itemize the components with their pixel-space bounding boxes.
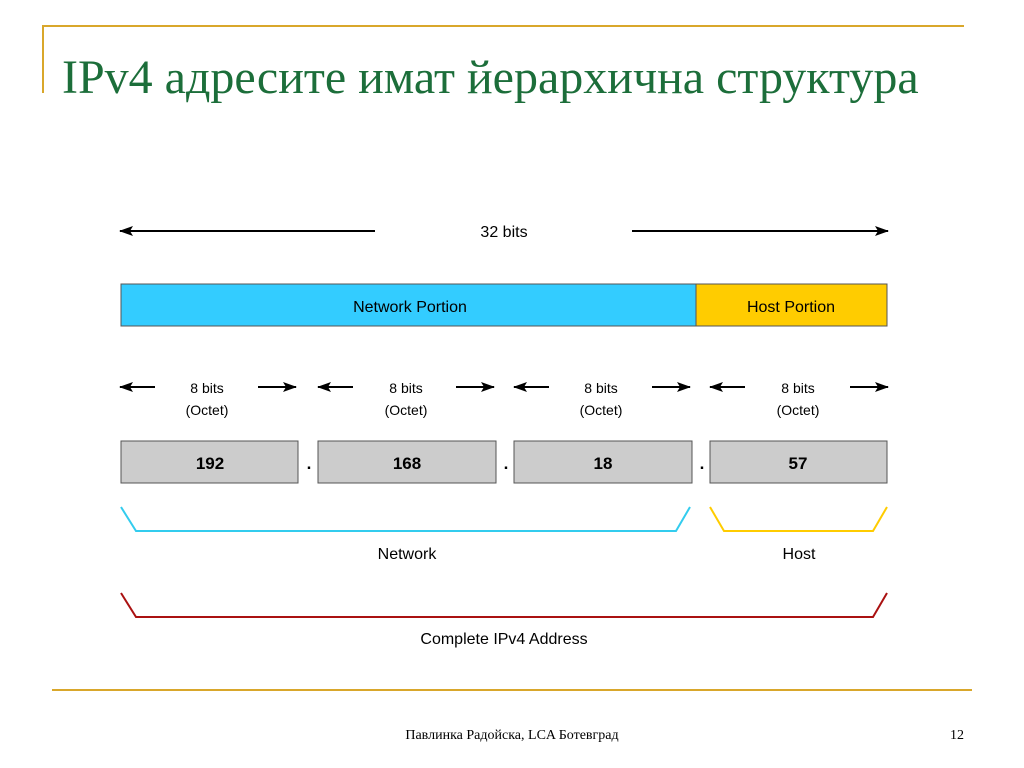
slide-frame-left-line xyxy=(42,25,44,93)
network-bracket xyxy=(120,506,691,532)
network-portion-bar xyxy=(120,283,697,327)
octet-separator-2: . xyxy=(504,454,509,473)
octet-4-box xyxy=(709,440,888,484)
octet-separator-3: . xyxy=(700,454,705,473)
octet-1-value: 192 xyxy=(196,454,224,473)
octet-2-box xyxy=(317,440,497,484)
network-portion-label: Network Portion xyxy=(353,299,467,316)
octet-1-bits-label: 8 bits xyxy=(190,380,223,396)
octet-4-bits-label: 8 bits xyxy=(781,380,814,396)
octet-3-box xyxy=(513,440,693,484)
octet-separator-1: . xyxy=(307,454,312,473)
complete-address-bracket xyxy=(120,592,888,618)
octet-1-box xyxy=(120,440,299,484)
octet-4-value: 57 xyxy=(789,454,808,473)
complete-address-label: Complete IPv4 Address xyxy=(420,631,587,648)
host-label: Host xyxy=(783,546,816,563)
slide-page-number: 12 xyxy=(950,728,964,743)
octet-3-value: 18 xyxy=(594,454,613,473)
host-portion-bar xyxy=(695,283,888,327)
octet-2-bits-label: 8 bits xyxy=(389,380,422,396)
slide-frame-top-line xyxy=(42,25,964,27)
octet-2-caption: (Octet) xyxy=(385,402,428,418)
host-bracket xyxy=(709,506,888,532)
octet-1-caption: (Octet) xyxy=(186,402,229,418)
octet-2-value: 168 xyxy=(393,454,421,473)
octet-3-bits-label: 8 bits xyxy=(584,380,617,396)
slide-title: IPv4 адресите имат йерархична структура xyxy=(62,51,919,104)
network-label: Network xyxy=(378,546,438,563)
total-bits-label: 32 bits xyxy=(480,224,527,241)
slide-footer-text: Павлинка Радойска, LCA Ботевград xyxy=(405,728,619,743)
host-portion-label: Host Portion xyxy=(747,299,835,316)
octet-3-caption: (Octet) xyxy=(580,402,623,418)
octet-4-caption: (Octet) xyxy=(777,402,820,418)
slide-footer-line xyxy=(52,689,972,691)
